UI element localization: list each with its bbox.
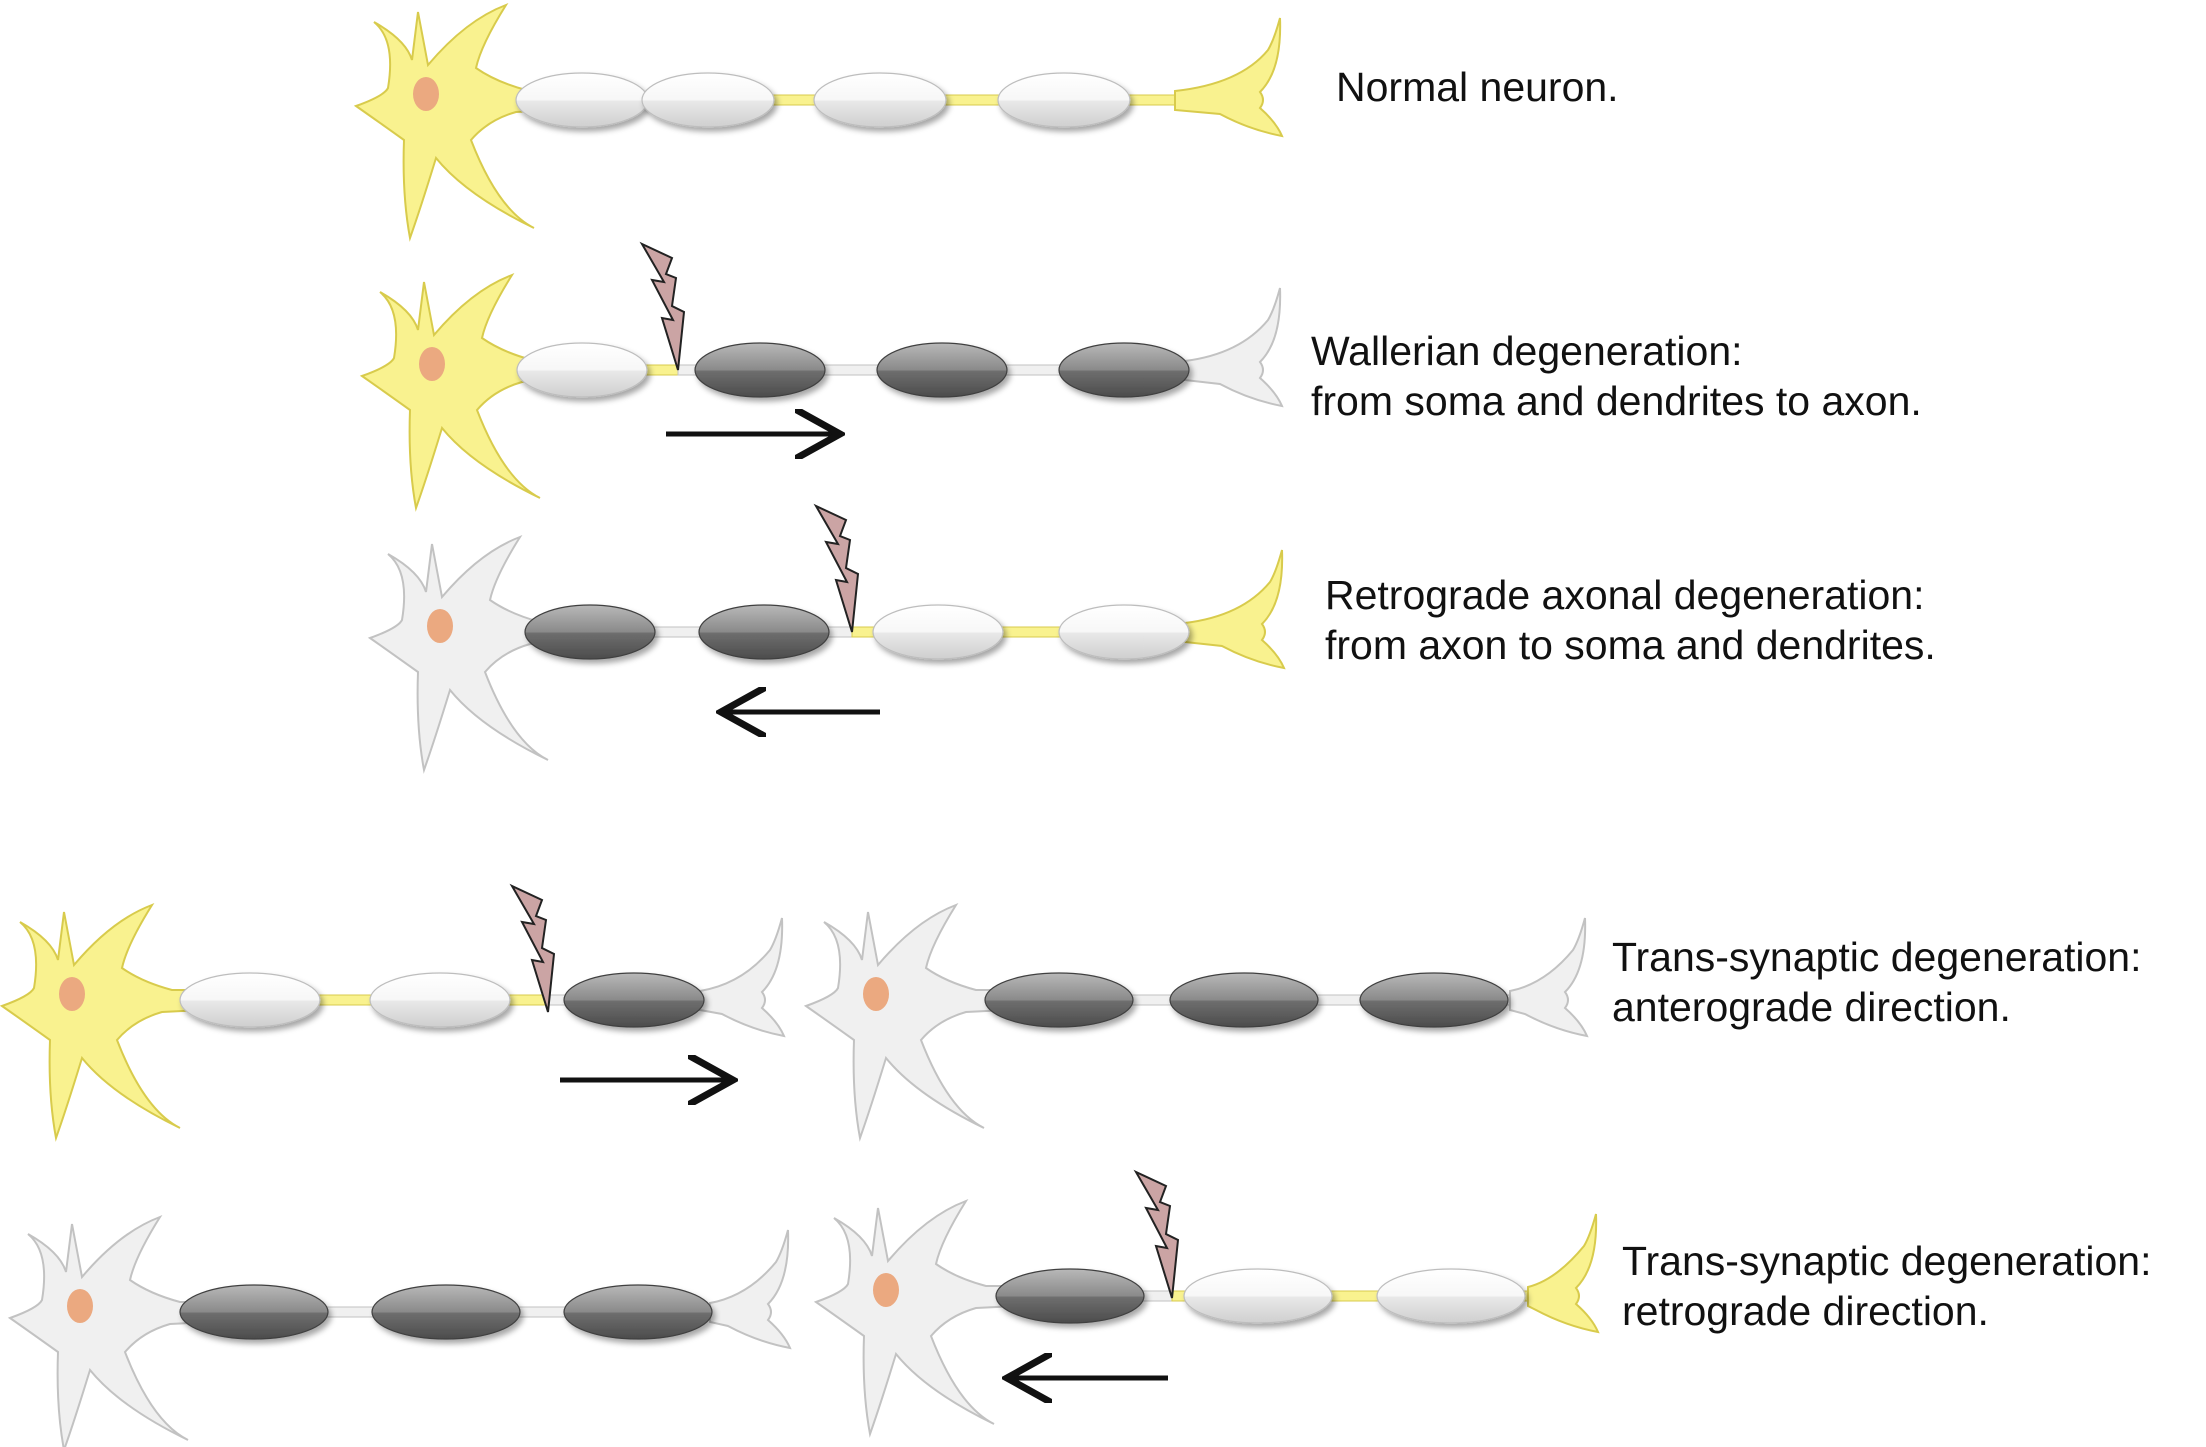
lesion-bolt-icon xyxy=(639,241,686,371)
myelin-segment-healthy xyxy=(516,342,648,398)
axon-terminal xyxy=(1184,549,1286,670)
nucleus xyxy=(67,1289,93,1323)
caption-wallerian-line-2: from soma and dendrites to axon. xyxy=(1311,378,1922,424)
caption-transsynaptic-anterograde-line-2: anterograde direction. xyxy=(1612,984,2011,1030)
myelin-segment-degenerated xyxy=(1058,342,1190,398)
myelin-segment-healthy xyxy=(515,72,649,128)
myelin-segment-healthy xyxy=(813,72,947,128)
caption-normal-line-1: Normal neuron. xyxy=(1336,64,1619,110)
nucleus xyxy=(413,77,439,111)
caption-transsynaptic-anterograde-line-1: Trans-synaptic degeneration: xyxy=(1612,934,2142,980)
myelin-segment-healthy xyxy=(1058,604,1190,660)
myelin-segment-degenerated xyxy=(524,604,656,660)
myelin-segment-healthy xyxy=(1376,1268,1526,1324)
neuron xyxy=(367,535,1286,774)
axon-terminal xyxy=(1184,287,1284,408)
soma-dendrites xyxy=(7,1215,211,1447)
myelin-segment-degenerated xyxy=(694,342,826,398)
neuron xyxy=(803,903,1589,1142)
myelin-segment-healthy xyxy=(997,72,1131,128)
lesion-bolt-icon xyxy=(813,503,860,633)
myelin-segment-degenerated xyxy=(698,604,830,660)
soma-dendrites xyxy=(367,535,571,774)
myelin-segment-degenerated xyxy=(179,1284,329,1340)
neuron xyxy=(7,1215,792,1447)
myelin-segment-healthy xyxy=(1183,1268,1333,1324)
nucleus xyxy=(419,347,445,381)
soma-dendrites xyxy=(0,903,203,1142)
neuron xyxy=(359,273,1284,512)
caption-retrograde-axonal-line-1: Retrograde axonal degeneration: xyxy=(1325,572,1925,618)
soma-dendrites xyxy=(803,903,1007,1142)
caption-transsynaptic-retrograde: Trans-synaptic degeneration: retrograde … xyxy=(1622,1236,2152,1336)
soma-dendrites xyxy=(353,3,557,242)
caption-retrograde-axonal: Retrograde axonal degeneration: from axo… xyxy=(1325,570,1936,670)
axon-terminal xyxy=(1174,17,1284,138)
myelin-segment-degenerated xyxy=(563,1284,713,1340)
axon-terminal xyxy=(699,917,786,1038)
myelin-segment-degenerated xyxy=(995,1268,1145,1324)
nucleus xyxy=(873,1273,899,1307)
myelin-segment-degenerated xyxy=(563,972,705,1028)
lesion-bolt-icon xyxy=(1133,1169,1180,1299)
lesion-bolt-icon xyxy=(509,883,556,1013)
caption-transsynaptic-anterograde: Trans-synaptic degeneration: anterograde… xyxy=(1612,932,2142,1032)
caption-retrograde-axonal-line-2: from axon to soma and dendrites. xyxy=(1325,622,1936,668)
caption-normal: Normal neuron. xyxy=(1336,62,1619,112)
myelin-segment-degenerated xyxy=(876,342,1008,398)
myelin-segment-degenerated xyxy=(1169,972,1319,1028)
myelin-segment-degenerated xyxy=(1359,972,1509,1028)
neuron xyxy=(813,1199,1600,1438)
nucleus xyxy=(863,977,889,1011)
nucleus xyxy=(427,609,453,643)
soma-dendrites xyxy=(813,1199,1017,1438)
myelin-segment-healthy xyxy=(369,972,511,1028)
myelin-segment-healthy xyxy=(641,72,775,128)
myelin-segment-degenerated xyxy=(371,1284,521,1340)
soma-dendrites xyxy=(359,273,563,512)
caption-wallerian-line-1: Wallerian degeneration: xyxy=(1311,328,1743,374)
axon-terminal xyxy=(709,1229,792,1350)
myelin-segment-healthy xyxy=(179,972,321,1028)
neuron xyxy=(0,903,786,1142)
axon-terminal xyxy=(1509,917,1589,1038)
myelin-segment-healthy xyxy=(872,604,1004,660)
axon-terminal xyxy=(1527,1213,1600,1334)
myelin-segment-degenerated xyxy=(984,972,1134,1028)
neuron xyxy=(353,3,1284,242)
caption-wallerian: Wallerian degeneration: from soma and de… xyxy=(1311,326,1922,426)
nucleus xyxy=(59,977,85,1011)
caption-transsynaptic-retrograde-line-2: retrograde direction. xyxy=(1622,1288,1989,1334)
caption-transsynaptic-retrograde-line-1: Trans-synaptic degeneration: xyxy=(1622,1238,2152,1284)
